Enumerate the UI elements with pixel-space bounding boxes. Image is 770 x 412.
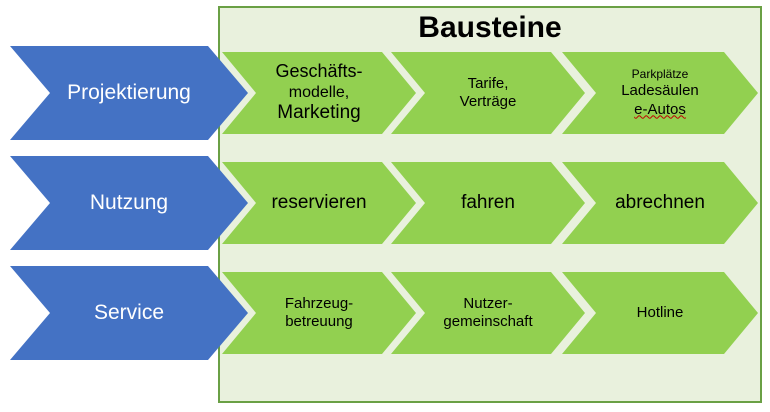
block-label: reservieren — [271, 191, 367, 213]
block-chevron: abrechnen — [562, 162, 758, 244]
block-label: Nutzer- gemeinschaft — [443, 295, 533, 330]
block-label: Parkplätze Ladesäulen e-Autos — [621, 67, 699, 118]
block-label: abrechnen — [615, 191, 705, 213]
block-label: Geschäfts- modelle, Marketing — [275, 61, 363, 123]
block-chevron: reservieren — [222, 162, 416, 244]
block-label: Hotline — [636, 304, 684, 321]
block-label: fahren — [461, 191, 515, 213]
block-chevron: Geschäfts- modelle, Marketing — [222, 52, 416, 134]
block-chevron: Tarife, Verträge — [391, 52, 585, 134]
row-label: Nutzung — [89, 191, 169, 215]
panel-title: Bausteine — [418, 11, 562, 44]
row-chevron-projektierung: Projektierung — [10, 46, 248, 140]
block-label: Tarife, Verträge — [459, 75, 517, 110]
row-label: Service — [93, 301, 165, 325]
row-label: Projektierung — [67, 81, 191, 105]
row-chevron-service: Service — [10, 266, 248, 360]
block-label: Fahrzeug- betreuung — [284, 295, 354, 330]
block-chevron: fahren — [391, 162, 585, 244]
block-chevron: Hotline — [562, 272, 758, 354]
block-chevron: Fahrzeug- betreuung — [222, 272, 416, 354]
block-chevron: Parkplätze Ladesäulen e-Autos — [562, 52, 758, 134]
block-chevron: Nutzer- gemeinschaft — [391, 272, 585, 354]
row-chevron-nutzung: Nutzung — [10, 156, 248, 250]
